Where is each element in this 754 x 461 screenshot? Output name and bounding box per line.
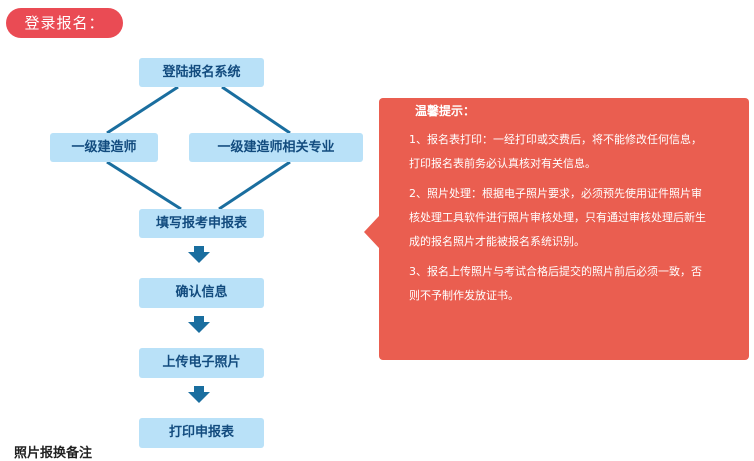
node-upload-photo: 上传电子照片 bbox=[139, 348, 264, 378]
down-arrow-2 bbox=[188, 316, 210, 333]
connector-login-to-engineer bbox=[106, 85, 179, 135]
node-confirm-info: 确认信息 bbox=[139, 278, 264, 308]
down-arrow-1 bbox=[188, 246, 210, 263]
node-login-system: 登陆报名系统 bbox=[139, 58, 264, 87]
connector-engineer-to-fill bbox=[106, 160, 182, 211]
connector-related-to-fill bbox=[218, 160, 291, 211]
tip-item-3: 3、报名上传照片与考试合格后提交的照片前后必须一致，否则不予制作发放证书。 bbox=[409, 265, 702, 302]
tip-list: 1、报名表打印：一经打印或交费后，将不能修改任何信息，打印报名表前务必认真核对有… bbox=[409, 128, 709, 314]
tip-item-1: 1、报名表打印：一经打印或交费后，将不能修改任何信息，打印报名表前务必认真核对有… bbox=[409, 133, 702, 170]
node-level1-engineer-related: 一级建造师相关专业 bbox=[189, 133, 363, 162]
section-title-pill: 登录报名： bbox=[6, 8, 123, 38]
node-level1-engineer: 一级建造师 bbox=[50, 133, 158, 162]
connector-login-to-related bbox=[221, 85, 291, 135]
node-print-form: 打印申报表 bbox=[139, 418, 264, 448]
tip-item-2: 2、照片处理：根据电子照片要求，必须预先使用证件照片审核处理工具软件进行照片审核… bbox=[409, 187, 706, 248]
tip-title: 温馨提示： bbox=[415, 104, 476, 118]
tip-box: 温馨提示： 1、报名表打印：一经打印或交费后，将不能修改任何信息，打印报名表前务… bbox=[364, 98, 749, 360]
footer-section-heading: 照片报换备注 bbox=[14, 446, 93, 461]
tip-pointer bbox=[364, 216, 379, 248]
node-fill-form: 填写报考申报表 bbox=[139, 209, 264, 238]
down-arrow-3 bbox=[188, 386, 210, 403]
